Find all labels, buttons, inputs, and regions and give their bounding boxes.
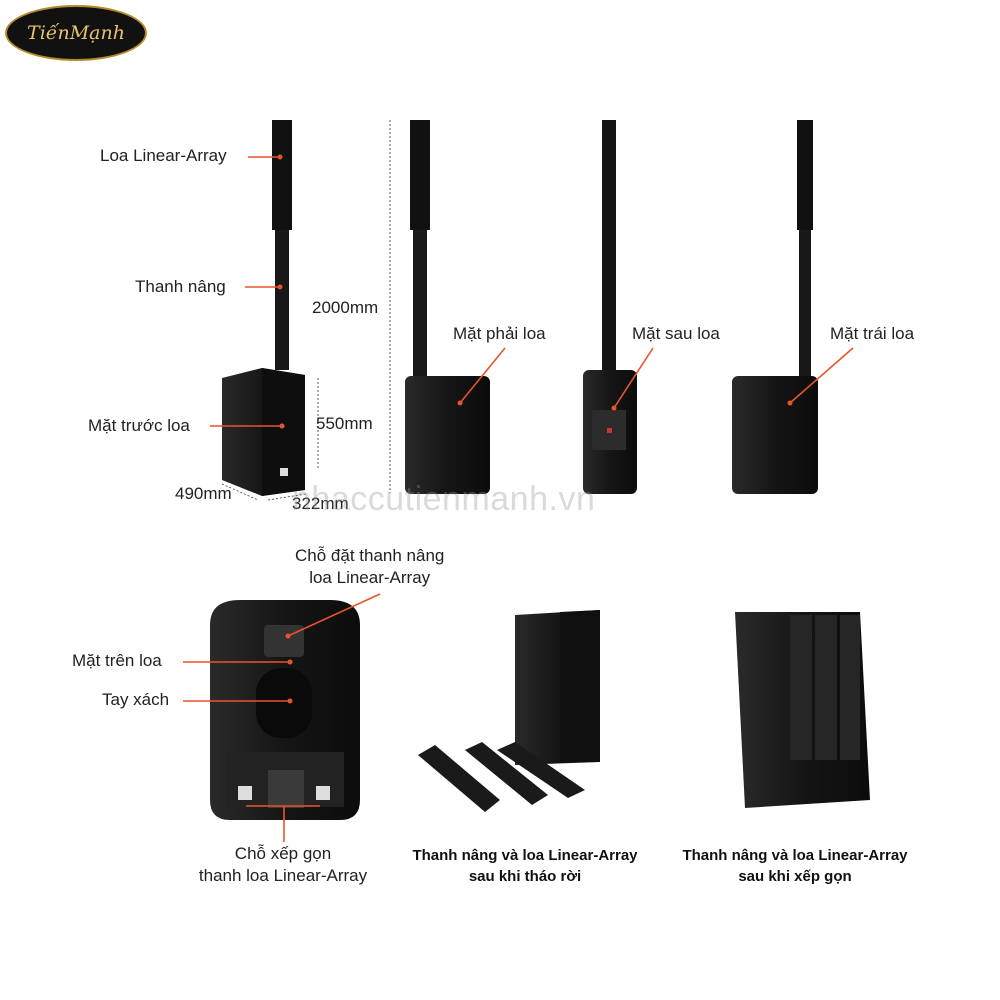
- caption-stored-line2: sau khi xếp gọn: [738, 868, 852, 885]
- caption-disassembled: Thanh nâng và loa Linear-Array sau khi t…: [398, 845, 652, 887]
- speaker-stored-view: [735, 612, 870, 808]
- label-line-array: Loa Linear-Array: [100, 146, 227, 165]
- caption-stored: Thanh nâng và loa Linear-Array sau khi x…: [668, 845, 922, 887]
- speaker-back-view: [583, 120, 637, 494]
- label-mount: Chỗ đặt thanh nâng loa Linear-Array: [295, 545, 444, 589]
- brand-logo: TiếnMạnh: [5, 5, 147, 61]
- label-storage-line1: Chỗ xếp gọn: [234, 844, 332, 863]
- label-right: Mặt phải loa: [453, 324, 546, 343]
- label-handle: Tay xách: [102, 690, 170, 709]
- caption-stored-line1: Thanh nâng và loa Linear-Array: [682, 847, 908, 864]
- dim-depth: 322mm: [292, 494, 349, 513]
- label-back: Mặt sau loa: [632, 324, 720, 343]
- dim-width: 490mm: [175, 484, 232, 503]
- caption-disassembled-line1: Thanh nâng và loa Linear-Array: [412, 847, 638, 864]
- caption-disassembled-line2: sau khi tháo rời: [468, 868, 582, 885]
- label-front: Mặt trước loa: [88, 416, 190, 435]
- speaker-disassembled-view: [418, 610, 600, 812]
- label-mount-line1: Chỗ đặt thanh nâng: [295, 546, 445, 565]
- dim-sub-height: 550mm: [316, 414, 373, 433]
- speaker-top-view: [210, 600, 360, 820]
- speaker-front-view: [222, 120, 305, 496]
- dim-total-height: 2000mm: [312, 298, 379, 317]
- label-lift-bar: Thanh nâng: [135, 277, 226, 296]
- label-storage: Chỗ xếp gọn thanh loa Linear-Array: [188, 843, 378, 887]
- speaker-right-view: [405, 120, 490, 494]
- speaker-left-view: [732, 120, 818, 494]
- dimension-lines: [221, 120, 391, 501]
- callout-lines: [183, 156, 854, 842]
- label-storage-line2: thanh loa Linear-Array: [198, 866, 368, 885]
- label-top-face: Mặt trên loa: [72, 651, 162, 670]
- label-left: Mặt trái loa: [830, 324, 915, 343]
- watermark: nhaccutienmanh.vn: [292, 480, 596, 518]
- brand-logo-text: TiếnMạnh: [27, 22, 125, 44]
- label-mount-line2: loa Linear-Array: [309, 568, 431, 587]
